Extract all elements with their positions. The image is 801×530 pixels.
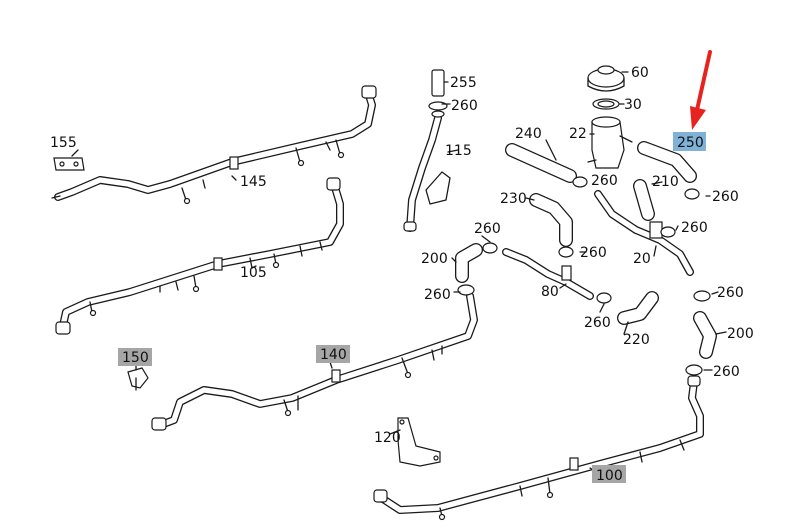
hose-220[interactable] bbox=[617, 291, 659, 325]
pipe-100[interactable] bbox=[373, 375, 704, 521]
clamp-260-f[interactable] bbox=[457, 284, 475, 296]
part-155-bracket[interactable] bbox=[53, 157, 85, 171]
part-number-260[interactable]: 260 bbox=[591, 173, 618, 189]
pipe-115[interactable] bbox=[403, 114, 451, 232]
part-255-sleeve[interactable] bbox=[431, 69, 445, 97]
part-number-155[interactable]: 155 bbox=[50, 135, 77, 151]
part-number-260[interactable]: 260 bbox=[681, 220, 708, 236]
hose-200-right[interactable] bbox=[693, 311, 717, 359]
part-number-20[interactable]: 20 bbox=[633, 251, 651, 267]
part-number-60[interactable]: 60 bbox=[631, 65, 649, 81]
clamp-260-b[interactable] bbox=[684, 188, 700, 200]
part-number-200[interactable]: 200 bbox=[421, 251, 448, 267]
part-number-220[interactable]: 220 bbox=[623, 332, 650, 348]
clamp-260-i[interactable] bbox=[685, 364, 703, 376]
highlight-box-100 bbox=[592, 465, 626, 483]
part-number-105[interactable]: 105 bbox=[240, 265, 267, 281]
clamp-260-g[interactable] bbox=[596, 292, 612, 304]
highlight-box-250 bbox=[673, 132, 706, 151]
leader-lines bbox=[71, 71, 727, 473]
clamp-260-e[interactable] bbox=[482, 242, 498, 254]
part-number-255[interactable]: 255 bbox=[450, 75, 477, 91]
part-number-260[interactable]: 260 bbox=[584, 315, 611, 331]
pipe-20[interactable] bbox=[594, 190, 694, 276]
part-30-seal[interactable] bbox=[592, 98, 620, 110]
hose-230[interactable] bbox=[529, 193, 573, 247]
part-number-30[interactable]: 30 bbox=[624, 97, 642, 113]
hose-240[interactable] bbox=[505, 143, 577, 183]
part-number-100[interactable]: 100 bbox=[596, 468, 623, 484]
part-number-260[interactable]: 260 bbox=[474, 221, 501, 237]
selection-arrow bbox=[690, 50, 712, 130]
part-number-250[interactable]: 250 bbox=[677, 135, 704, 151]
hose-210[interactable] bbox=[633, 179, 655, 221]
part-number-120[interactable]: 120 bbox=[374, 430, 401, 446]
part-number-230[interactable]: 230 bbox=[500, 191, 527, 207]
part-number-200[interactable]: 200 bbox=[727, 326, 754, 342]
part-number-260[interactable]: 260 bbox=[712, 189, 739, 205]
clamp-260-h[interactable] bbox=[693, 290, 711, 302]
part-number-115[interactable]: 115 bbox=[445, 143, 472, 159]
part-number-150[interactable]: 150 bbox=[122, 350, 149, 366]
hose-250[interactable] bbox=[637, 141, 697, 183]
part-number-145[interactable]: 145 bbox=[240, 174, 267, 190]
clamp-260-d[interactable] bbox=[558, 246, 574, 258]
part-60-cap[interactable] bbox=[587, 65, 625, 92]
part-number-240[interactable]: 240 bbox=[515, 126, 542, 142]
part-number-260[interactable]: 260 bbox=[451, 98, 478, 114]
part-150-bracket[interactable] bbox=[127, 367, 149, 391]
clamp-260-a[interactable] bbox=[572, 176, 588, 188]
part-number-260[interactable]: 260 bbox=[424, 287, 451, 303]
hose-200-left[interactable] bbox=[455, 243, 483, 283]
highlight-box-150 bbox=[118, 348, 152, 366]
part-number-260[interactable]: 260 bbox=[717, 285, 744, 301]
part-number-22[interactable]: 22 bbox=[569, 126, 587, 142]
part-number-210[interactable]: 210 bbox=[652, 174, 679, 190]
part-number-260[interactable]: 260 bbox=[580, 245, 607, 261]
pipe-140[interactable] bbox=[151, 292, 478, 431]
part-number-140[interactable]: 140 bbox=[320, 347, 347, 363]
clamp-260-c[interactable] bbox=[660, 226, 676, 238]
part-120-bracket[interactable] bbox=[397, 417, 441, 467]
pipe-105[interactable] bbox=[55, 177, 344, 335]
pipe-145[interactable] bbox=[51, 85, 377, 205]
part-22-tank[interactable] bbox=[587, 116, 633, 169]
highlight-box-140 bbox=[316, 345, 350, 363]
pipe-80[interactable] bbox=[502, 248, 594, 300]
part-number-80[interactable]: 80 bbox=[541, 284, 559, 300]
part-number-260[interactable]: 260 bbox=[713, 364, 740, 380]
